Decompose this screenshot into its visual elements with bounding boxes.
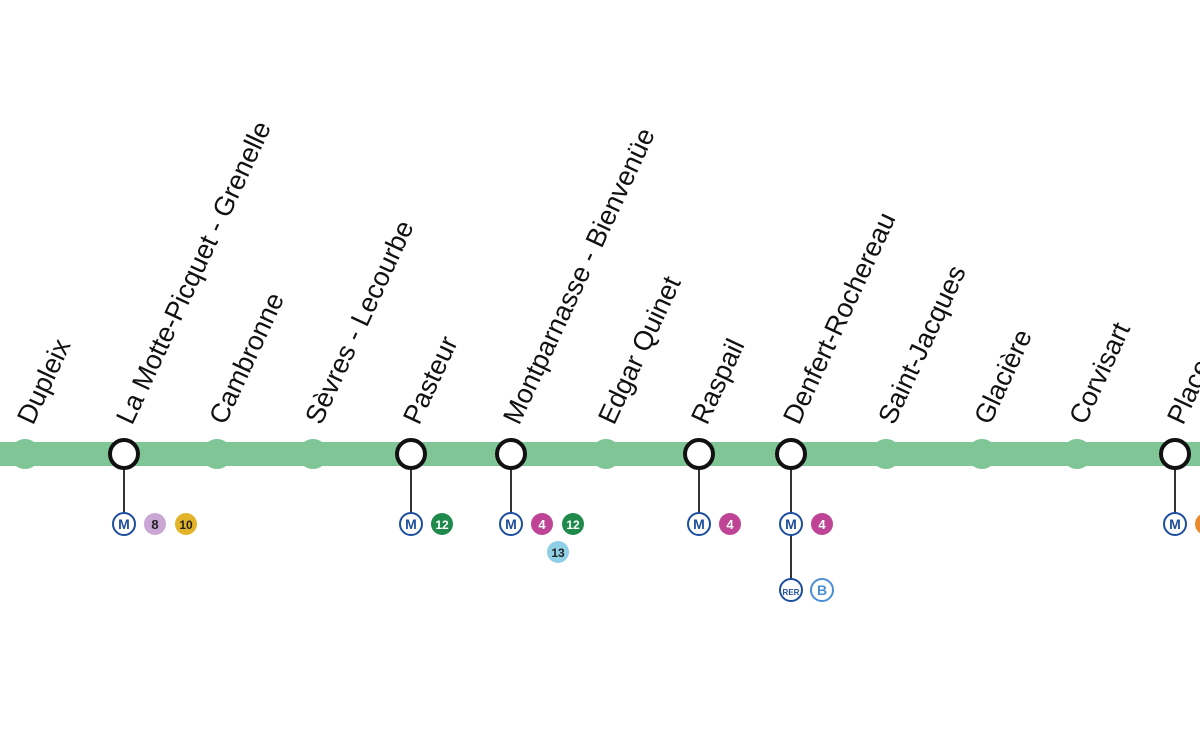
station-marker bbox=[591, 439, 621, 469]
station[interactable]: Saint-Jacques bbox=[871, 261, 972, 469]
station-marker bbox=[202, 439, 232, 469]
station-label: Edgar Quinet bbox=[592, 271, 687, 428]
station-label: Raspail bbox=[685, 334, 750, 428]
svg-text:8: 8 bbox=[151, 517, 158, 532]
svg-text:M: M bbox=[1169, 516, 1181, 532]
station-label: Sèvres - Lecourbe bbox=[299, 216, 419, 429]
station[interactable]: Edgar Quinet bbox=[591, 271, 687, 469]
station-marker bbox=[967, 439, 997, 469]
connection-badge: 12 bbox=[562, 513, 584, 535]
connection-badge: 5 bbox=[1195, 514, 1200, 534]
station-label: Cambronne bbox=[203, 288, 290, 429]
connection-badge: M bbox=[499, 512, 523, 536]
connection-badge: RER bbox=[779, 578, 803, 602]
connection-badge: M bbox=[1163, 512, 1187, 536]
station-label: Glacière bbox=[968, 325, 1038, 429]
svg-text:10: 10 bbox=[179, 518, 193, 532]
connection-badge: 4 bbox=[719, 513, 741, 535]
svg-text:B: B bbox=[817, 582, 827, 598]
svg-text:12: 12 bbox=[566, 518, 580, 532]
connection-badge: 10 bbox=[175, 513, 197, 535]
station-label: Pasteur bbox=[397, 332, 464, 429]
svg-text:4: 4 bbox=[538, 517, 546, 532]
station-label: Dupleix bbox=[11, 334, 76, 429]
svg-text:12: 12 bbox=[435, 518, 449, 532]
station[interactable]: Place d'ItalieM5 bbox=[1159, 278, 1200, 536]
connection-badge: B bbox=[810, 578, 834, 602]
station-marker bbox=[298, 439, 328, 469]
svg-text:M: M bbox=[118, 516, 130, 532]
station[interactable]: Sèvres - Lecourbe bbox=[298, 216, 420, 469]
connection-badge: M bbox=[779, 512, 803, 536]
station-label: Place d'Italie bbox=[1161, 278, 1200, 429]
connection-badge: 8 bbox=[144, 513, 166, 535]
interchange-marker bbox=[395, 438, 427, 470]
svg-text:M: M bbox=[693, 516, 705, 532]
station-marker bbox=[10, 439, 40, 469]
svg-text:M: M bbox=[505, 516, 517, 532]
svg-text:13: 13 bbox=[551, 546, 565, 560]
interchange-marker bbox=[683, 438, 715, 470]
station-marker bbox=[871, 439, 901, 469]
station[interactable]: Cambronne bbox=[202, 288, 290, 469]
interchange-marker bbox=[775, 438, 807, 470]
svg-text:4: 4 bbox=[818, 517, 826, 532]
svg-text:RER: RER bbox=[783, 588, 800, 597]
connection-badge: 13 bbox=[547, 541, 569, 563]
station-label: Corvisart bbox=[1063, 318, 1136, 429]
connection-badge: M bbox=[112, 512, 136, 536]
interchange-marker bbox=[1159, 438, 1191, 470]
connection-badge: 12 bbox=[431, 513, 453, 535]
connection-badge: M bbox=[687, 512, 711, 536]
station-marker bbox=[1062, 439, 1092, 469]
connection-badge: M bbox=[399, 512, 423, 536]
svg-text:M: M bbox=[405, 516, 417, 532]
svg-text:M: M bbox=[785, 516, 797, 532]
interchange-marker bbox=[108, 438, 140, 470]
svg-text:4: 4 bbox=[726, 517, 734, 532]
interchange-marker bbox=[495, 438, 527, 470]
connection-badge: 4 bbox=[811, 513, 833, 535]
station-label: Saint-Jacques bbox=[872, 261, 972, 429]
connection-badge: 4 bbox=[531, 513, 553, 535]
